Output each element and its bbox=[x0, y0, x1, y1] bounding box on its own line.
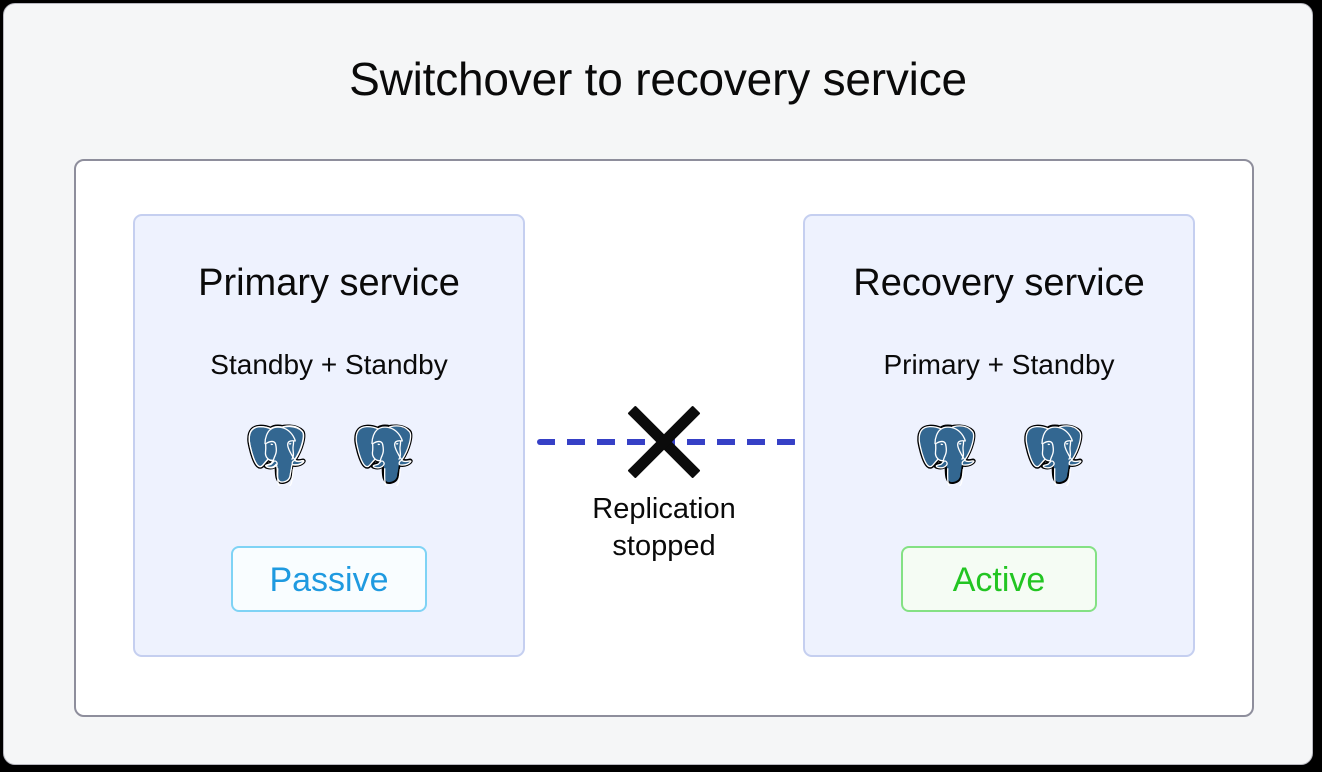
postgresql-elephant-icon bbox=[1023, 424, 1083, 486]
replication-label-line-1: Replication bbox=[592, 493, 736, 525]
replication-connector: Replication stopped bbox=[525, 161, 803, 715]
panel-title-recovery: Recovery service bbox=[853, 262, 1145, 304]
panel-subtitle-primary: Standby + Standby bbox=[210, 349, 448, 380]
diagram-page-frame: Switchover to recovery service Primary s… bbox=[3, 3, 1313, 765]
postgresql-elephant-icon bbox=[916, 424, 976, 486]
replication-label-line-2: stopped bbox=[612, 530, 716, 563]
node-row-recovery bbox=[805, 422, 1193, 486]
panel-title-primary: Primary service bbox=[198, 262, 460, 304]
status-badge-passive[interactable]: Passive bbox=[231, 546, 427, 612]
postgresql-elephant-icon bbox=[353, 424, 413, 486]
node-row-primary bbox=[135, 422, 523, 486]
panel-subtitle-recovery: Primary + Standby bbox=[883, 349, 1115, 380]
diagram-card: Primary service Standby + Standby bbox=[74, 159, 1254, 717]
postgresql-elephant-icon bbox=[246, 424, 306, 486]
service-panel-primary[interactable]: Primary service Standby + Standby bbox=[133, 214, 525, 657]
page-title: Switchover to recovery service bbox=[349, 53, 967, 105]
cross-icon bbox=[622, 400, 706, 484]
service-panel-recovery[interactable]: Recovery service Primary + Standby bbox=[803, 214, 1195, 657]
status-badge-active[interactable]: Active bbox=[901, 546, 1097, 612]
replication-status-label: Replication stopped bbox=[525, 491, 803, 565]
